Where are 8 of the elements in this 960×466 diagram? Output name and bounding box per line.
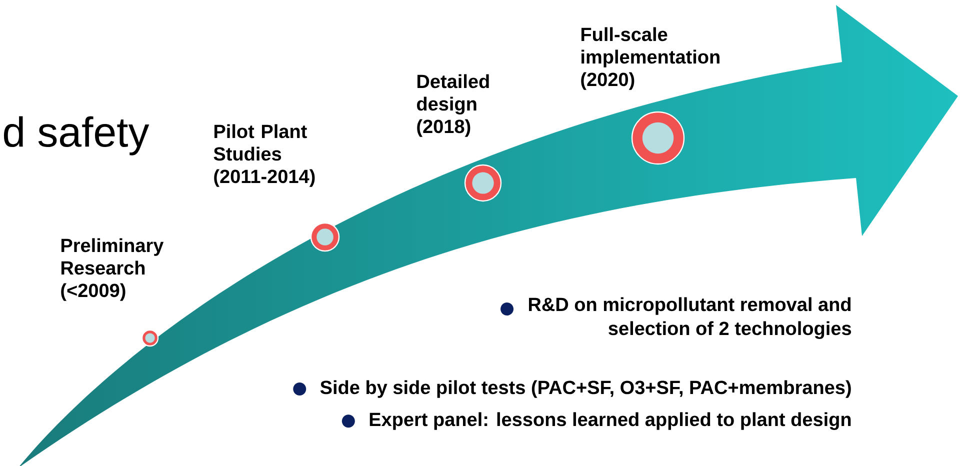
bullet-text: Expert panel: lessons learned applied to plant design — [370, 412, 851, 430]
milestone-label: Detailed design (2018) — [417, 74, 489, 137]
milestone-label: Pilot Plant Studies (2011-2014) — [214, 124, 315, 187]
bullet-text: Side by side pilot tests (PAC+SF, O3+SF, PAC+membranes) — [320, 380, 851, 398]
milestone-label: Preliminary Research (<2009) — [61, 238, 164, 301]
heading-fragment: d safety — [4, 116, 150, 156]
milestone-label: Full-scale implementation (2020) — [581, 27, 720, 90]
bullet-text: R&D on micropollutant removal and selection of 2 technologies — [529, 297, 852, 339]
